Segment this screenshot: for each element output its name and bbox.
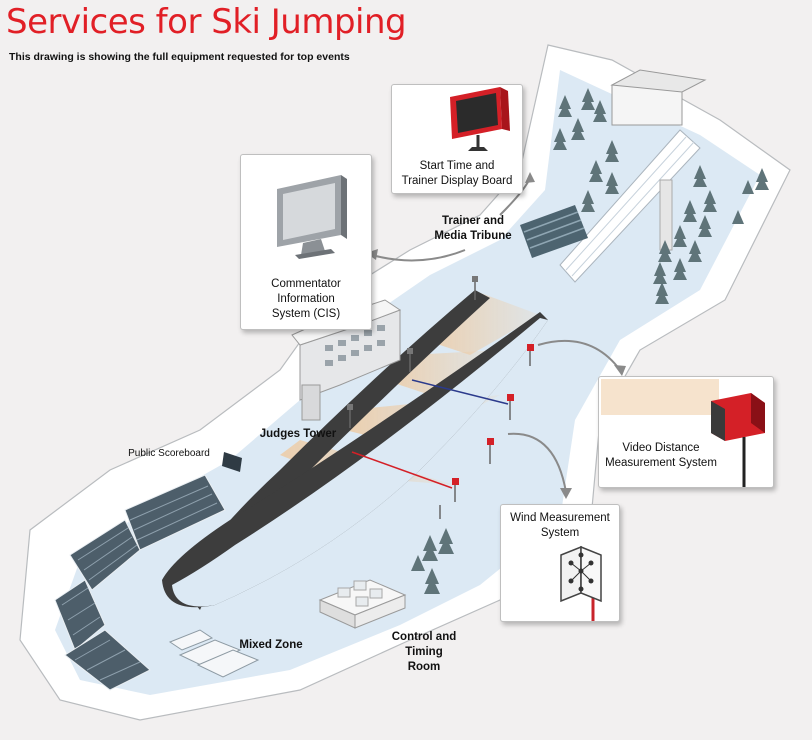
wind-poles (347, 276, 534, 519)
trainer-tribune-label-line1: Trainer and (442, 215, 504, 227)
control-room-label-line2: Timing Room (405, 646, 443, 673)
mixed-zone-label: Mixed Zone (239, 639, 303, 651)
cis-line1: Commentator (271, 278, 341, 290)
monitor-icon (277, 175, 347, 259)
page-subtitle: This drawing is showing the full equipme… (9, 51, 350, 63)
trainer-tribune-label: Trainer and Media Tribune (430, 214, 516, 244)
control-timing-room (318, 579, 407, 629)
anemometer-icon (560, 545, 602, 621)
start-tower (611, 84, 683, 126)
cis-line3: System (CIS) (271, 308, 341, 320)
video-camera-icon (601, 379, 765, 487)
wind-line2: System (540, 527, 580, 539)
public-scoreboard (222, 452, 242, 472)
cis-callout: Commentator Information System (CIS) (240, 154, 372, 330)
video-line2: Measurement System (605, 457, 717, 469)
wind-line1: Wind Measurement (510, 512, 610, 524)
video-distance-callout: Video Distance Measurement System (598, 376, 774, 488)
wind-measurement-callout: Wind Measurement System (500, 504, 620, 622)
page-title: Services for Ski Jumping (6, 2, 407, 42)
landing-barrier-outer (180, 290, 490, 610)
control-room-label-line1: Control and (391, 631, 457, 643)
display-board-line1: Start Time and (419, 160, 495, 172)
video-line1: Video Distance (622, 442, 700, 454)
trainer-tribune-label-line2: Media Tribune (434, 230, 512, 242)
display-board-line2: Trainer Display Board (401, 175, 513, 187)
public-scoreboard-label: Public Scoreboard (128, 448, 210, 459)
judges-tower-label: Judges Tower (259, 428, 337, 440)
display-board-callout: Start Time and Trainer Display Board (391, 84, 523, 194)
control-room-label: Control and Timing Room (388, 630, 460, 675)
trees (411, 88, 769, 594)
mixed-zone (168, 629, 260, 678)
display-board-icon (450, 87, 510, 151)
cis-line2: Information (277, 293, 335, 305)
